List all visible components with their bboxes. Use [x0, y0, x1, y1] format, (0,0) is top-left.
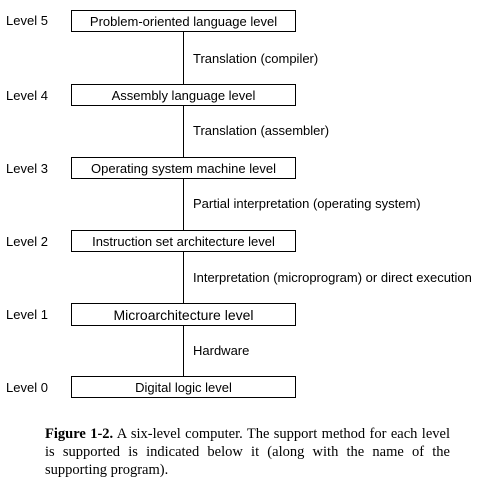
- caption-label: Figure 1-2.: [45, 426, 114, 442]
- connector-5-4: [183, 32, 184, 84]
- caption-text: A six-level computer. The support method…: [45, 426, 450, 478]
- connector-4-3: [183, 106, 184, 157]
- level-0-box: Digital logic level: [71, 376, 296, 398]
- level-4-label: Level 4: [6, 88, 48, 103]
- level-1-box: Microarchitecture level: [71, 303, 296, 326]
- transition-3-2: Partial interpretation (operating system…: [193, 196, 421, 211]
- level-4-box: Assembly language level: [71, 84, 296, 106]
- transition-4-3: Translation (assembler): [193, 123, 330, 138]
- transition-2-1: Interpretation (microprogram) or direct …: [193, 270, 472, 285]
- level-3-label: Level 3: [6, 161, 48, 176]
- level-2-label: Level 2: [6, 234, 48, 249]
- transition-5-4: Translation (compiler): [193, 51, 319, 66]
- level-0-label: Level 0: [6, 380, 48, 395]
- level-2-box: Instruction set architecture level: [71, 230, 296, 252]
- connector-1-0: [183, 326, 184, 376]
- connector-3-2: [183, 179, 184, 230]
- level-1-label: Level 1: [6, 307, 48, 322]
- transition-1-0: Hardware: [193, 343, 250, 358]
- level-5-label: Level 5: [6, 13, 48, 28]
- figure-caption: Figure 1-2. A six-level computer. The su…: [45, 425, 450, 479]
- level-5-box: Problem-oriented language level: [71, 10, 296, 32]
- level-3-box: Operating system machine level: [71, 157, 296, 179]
- connector-2-1: [183, 252, 184, 304]
